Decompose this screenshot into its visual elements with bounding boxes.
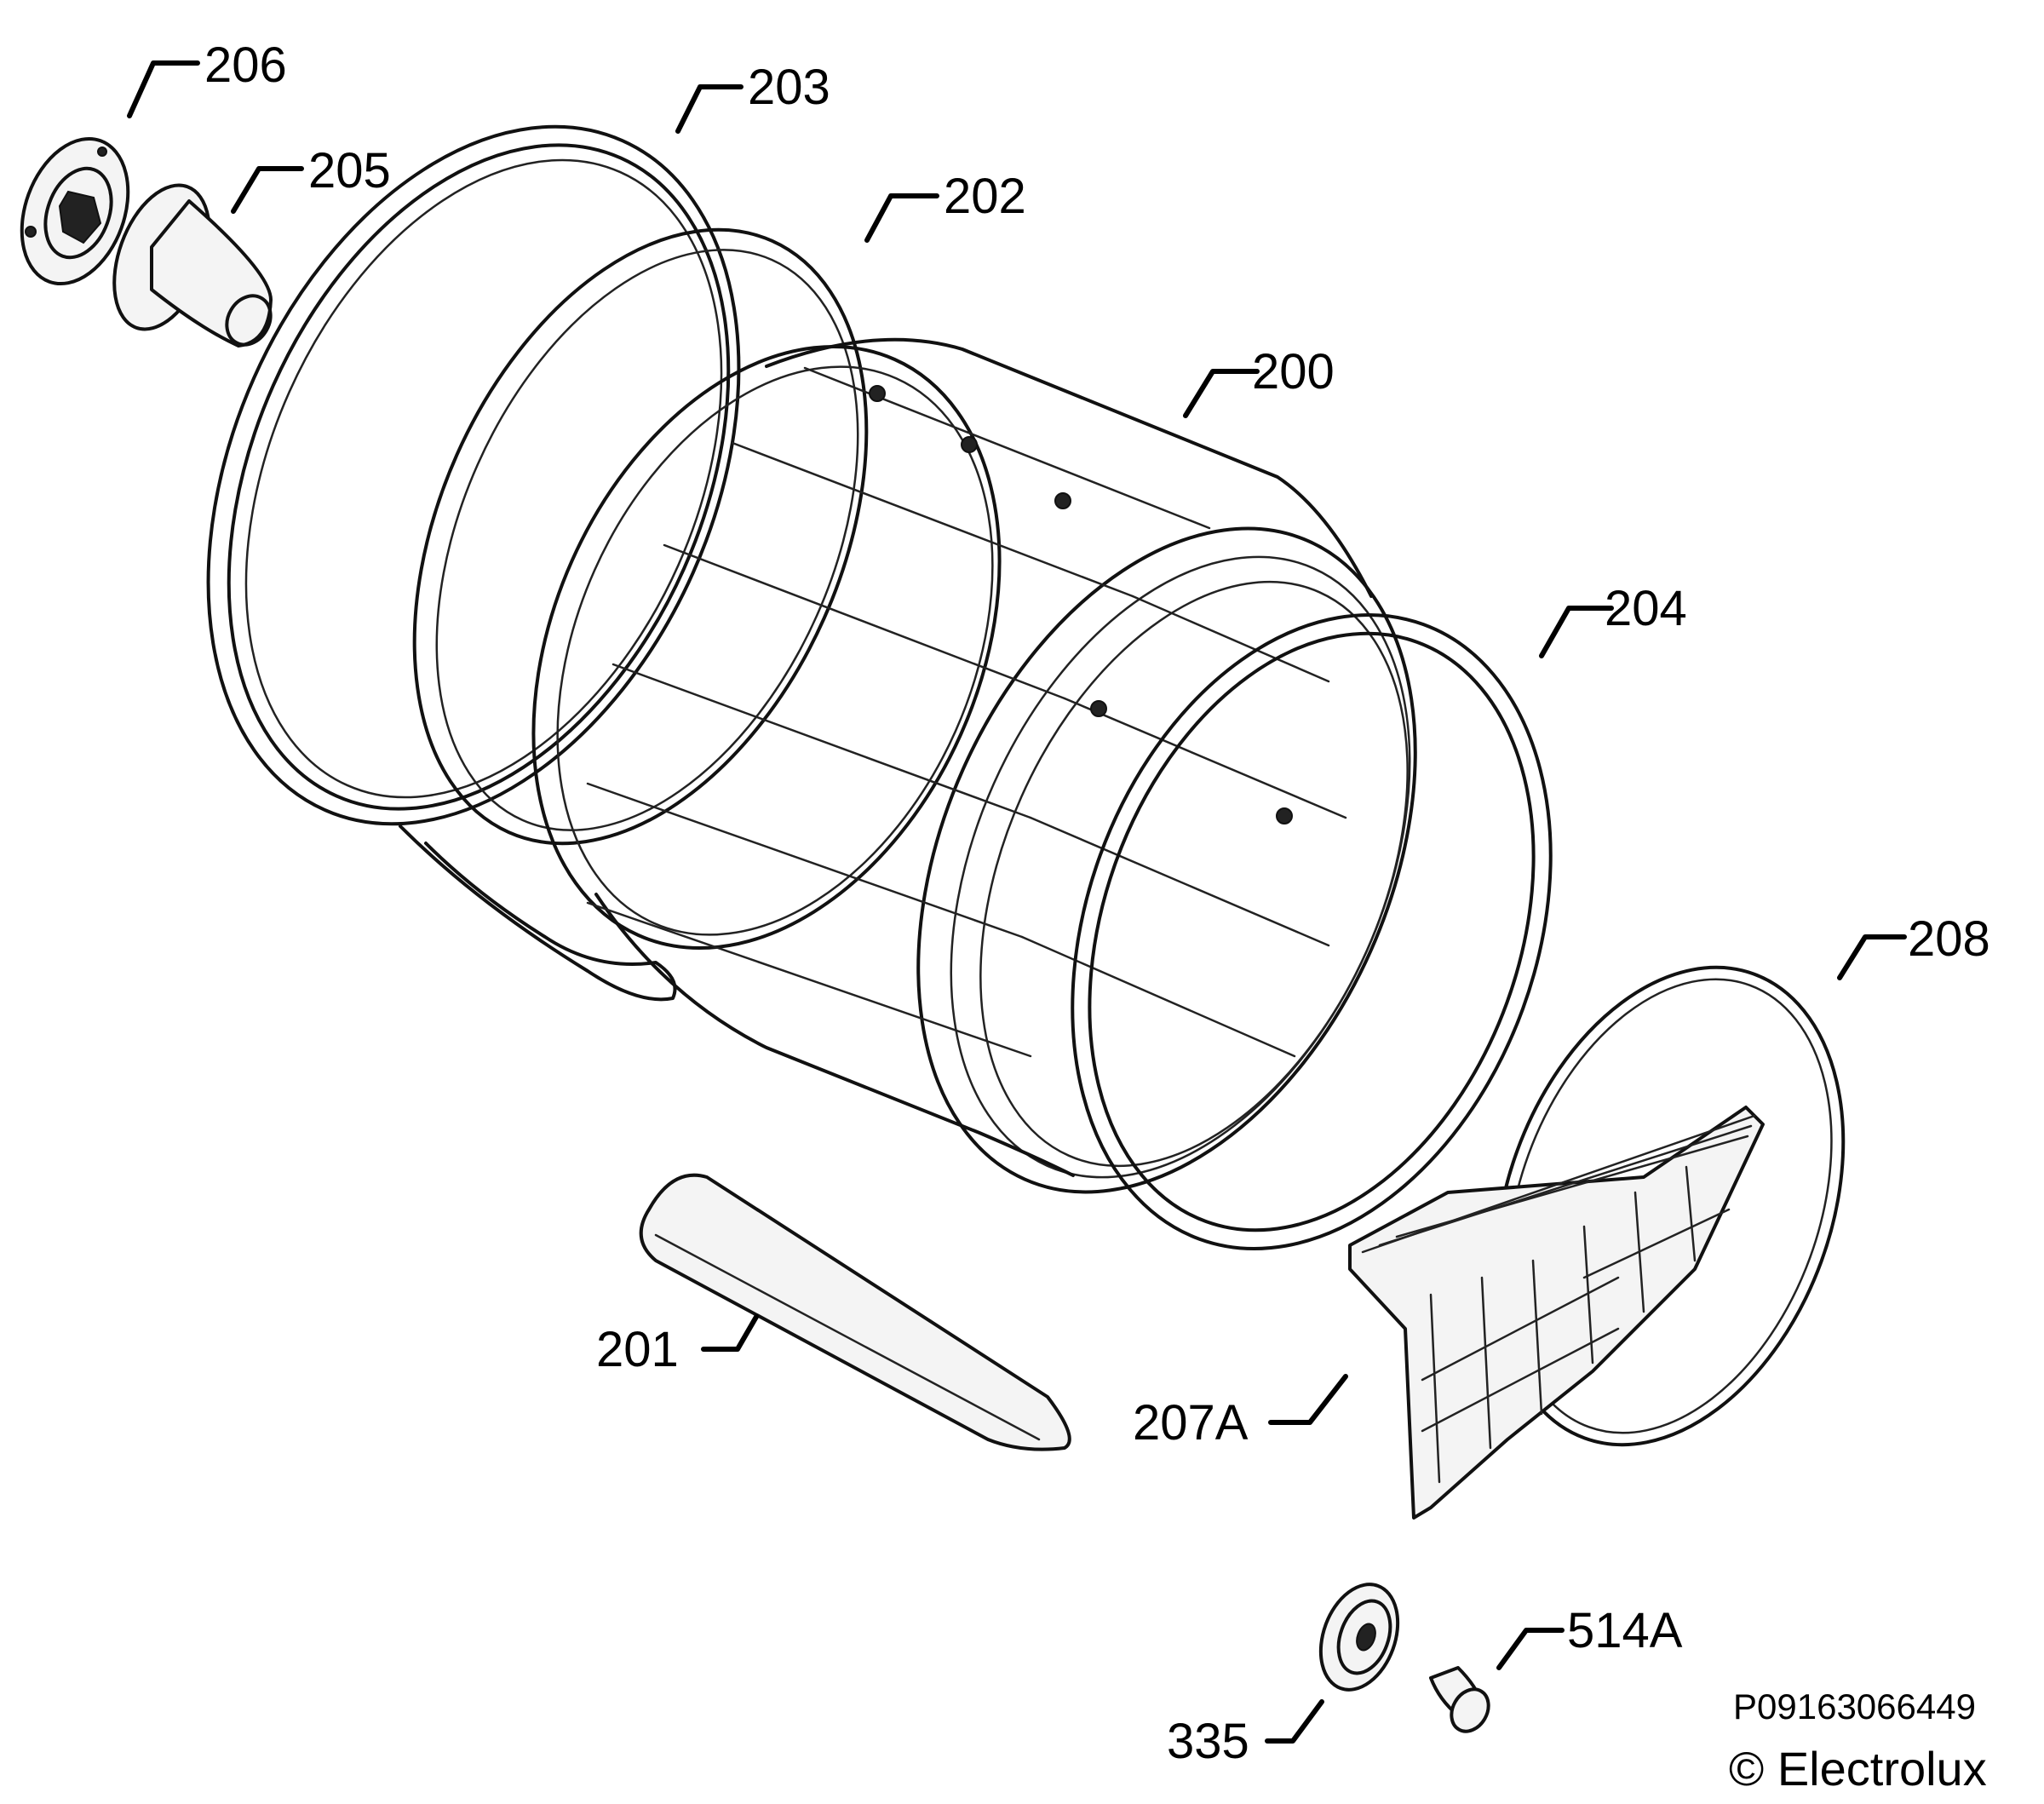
part-206-bearing-housing [20, 136, 130, 286]
part-201-lifter [639, 1173, 1071, 1451]
label-208: 208 [1908, 911, 1990, 967]
label-207a: 207A [1133, 1395, 1249, 1451]
leader-lines [127, 60, 1907, 1744]
part-205-shaft-cone [112, 183, 273, 348]
label-203: 203 [748, 60, 830, 115]
copyright-notice: © Electrolux [1729, 1742, 1987, 1795]
part-203-rear-seal [206, 124, 741, 826]
part-514a-shaft [1429, 1666, 1490, 1733]
label-202: 202 [944, 169, 1026, 224]
part-207a-filter [1348, 1106, 1765, 1520]
part-labels: 206 205 203 202 200 204 208 201 207A 514… [204, 37, 1990, 1769]
label-206: 206 [204, 37, 287, 93]
label-204: 204 [1605, 581, 1687, 636]
label-514a: 514A [1567, 1603, 1683, 1658]
part-200-drum [531, 337, 1417, 1194]
part-208-door-seal [1493, 965, 1846, 1447]
label-335: 335 [1167, 1714, 1249, 1769]
part-204-front-seal [1071, 613, 1553, 1250]
label-201: 201 [596, 1322, 679, 1377]
document-id: P09163066449 [1733, 1686, 1976, 1726]
label-205: 205 [308, 143, 391, 198]
label-200: 200 [1252, 344, 1335, 399]
part-335-pulley [1318, 1583, 1400, 1692]
